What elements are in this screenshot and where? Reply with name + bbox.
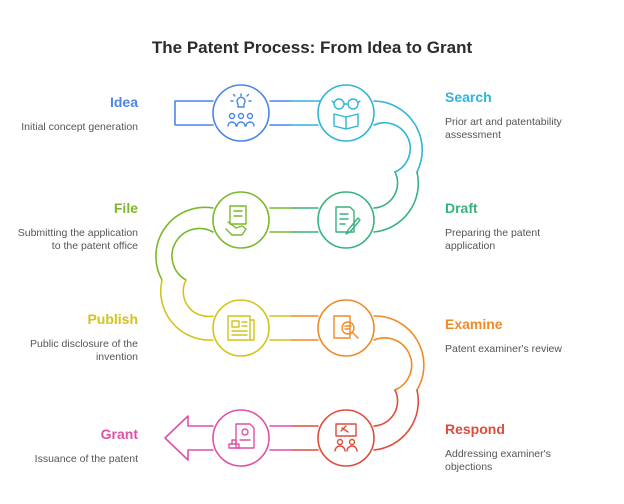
- step-desc-examine: Patent examiner's review: [445, 343, 562, 355]
- path-segment-draft: [291, 171, 420, 233]
- step-title-draft: Draft: [445, 200, 478, 216]
- node-respond: [317, 409, 375, 467]
- magnifier-document-icon: [333, 315, 359, 339]
- step-desc-file: Submitting the application to the patent…: [17, 227, 138, 252]
- step-desc-draft: Preparing the patent application: [445, 227, 541, 252]
- node-draft: [317, 191, 375, 249]
- path-segment-examine: [291, 315, 425, 391]
- node-search: [317, 84, 375, 142]
- step-title-grant: Grant: [100, 426, 138, 442]
- node-examine: [317, 299, 375, 357]
- step-title-idea: Idea: [109, 94, 138, 110]
- step-desc-search: Prior art and patentability assessment: [445, 116, 562, 141]
- path-segment-grant: [164, 415, 293, 461]
- diagram-title: The Patent Process: From Idea to Grant: [151, 38, 473, 57]
- step-desc-publish: Public disclosure of the invention: [30, 338, 138, 363]
- certificate-stamp-icon: [228, 423, 255, 449]
- node-grant: [212, 409, 270, 467]
- gavel-people-icon: [334, 423, 358, 452]
- node-file: [212, 191, 270, 249]
- path-segment-search: [291, 100, 424, 173]
- step-title-publish: Publish: [87, 311, 138, 327]
- path-segment-respond: [291, 389, 420, 451]
- node-publish: [212, 299, 270, 357]
- step-title-search: Search: [445, 89, 492, 105]
- step-desc-idea: Initial concept generation: [21, 121, 138, 133]
- glasses-book-icon: [331, 98, 361, 130]
- step-title-file: File: [113, 200, 138, 216]
- hand-document-icon: [225, 205, 247, 236]
- step-desc-grant: Issuance of the patent: [34, 453, 138, 465]
- lightbulb-team-icon: [227, 93, 255, 127]
- path-segment-file: [155, 206, 293, 281]
- path-segment-publish: [159, 279, 293, 341]
- step-desc-respond: Addressing examiner's objections: [445, 448, 551, 473]
- step-title-respond: Respond: [445, 421, 505, 437]
- path-segment-idea: [174, 100, 293, 126]
- step-title-examine: Examine: [445, 316, 503, 332]
- document-pen-icon: [335, 206, 361, 235]
- newspaper-icon: [227, 315, 255, 341]
